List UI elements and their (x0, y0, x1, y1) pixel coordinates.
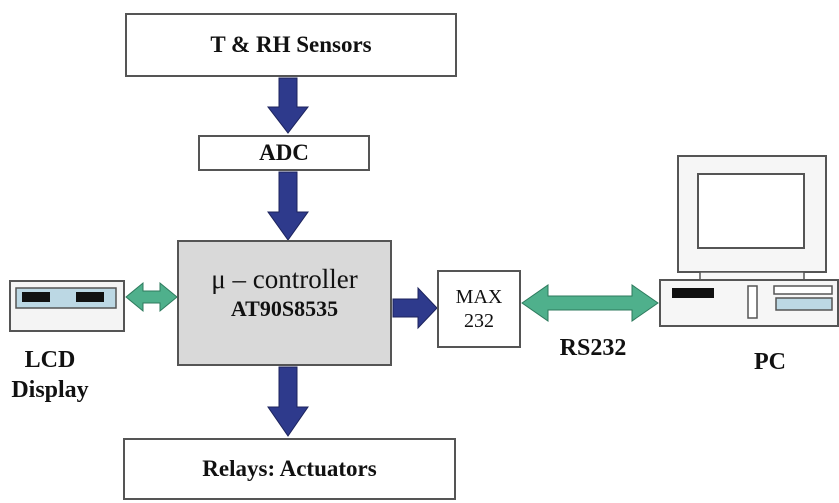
lcd-label-line1: LCD (24, 347, 76, 373)
adc-label: ADC (259, 140, 309, 165)
sensors-block: T & RH Sensors (125, 13, 457, 77)
arrow-adc-to-mcu (267, 171, 309, 241)
relays-label: Relays: Actuators (202, 456, 377, 481)
arrow-max232-pc-bidirectional (521, 284, 659, 322)
max232-line2: 232 (464, 310, 494, 332)
relays-block: Relays: Actuators (123, 438, 456, 500)
lcd-display-label: LCD Display (0, 345, 100, 405)
arrow-lcd-mcu-bidirectional (125, 281, 178, 313)
arrow-sensors-to-adc (266, 77, 310, 134)
lcd-display-icon (9, 280, 125, 332)
lcd-label-line2: Display (11, 377, 89, 403)
pc-icon (659, 155, 839, 327)
pc-label: PC (754, 349, 786, 375)
adc-block: ADC (198, 135, 370, 171)
microcontroller-model: AT90S8535 (230, 296, 339, 321)
arrow-mcu-to-relays (267, 366, 309, 437)
max232-block: MAX 232 (437, 270, 521, 348)
arrow-mcu-to-max232 (392, 286, 438, 330)
max232-line1: MAX (455, 286, 503, 308)
microcontroller-title: μ – controller (211, 264, 358, 294)
sensors-label: T & RH Sensors (210, 32, 372, 57)
rs232-label: RS232 (559, 335, 627, 361)
microcontroller-block: μ – controller AT90S8535 (177, 240, 392, 366)
